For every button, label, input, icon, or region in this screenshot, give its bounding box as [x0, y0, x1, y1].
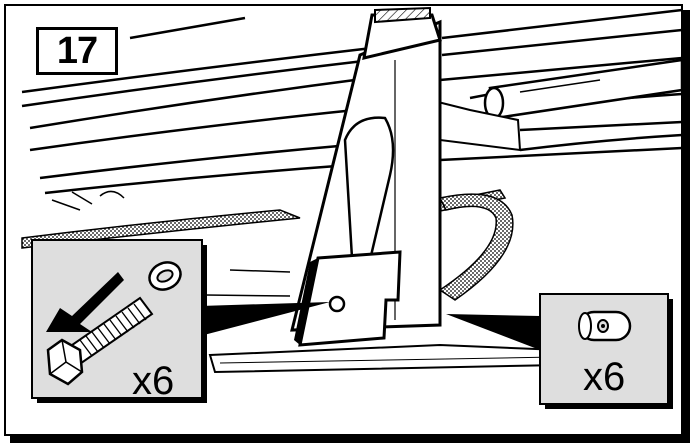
step-number: 17 — [56, 30, 98, 72]
step-number-box: 17 — [36, 27, 118, 75]
nut-quantity-label: x6 — [583, 355, 626, 399]
edge-marks — [684, 322, 688, 363]
round-tube — [483, 58, 684, 120]
barrel-nut-icon — [578, 310, 632, 342]
mounting-clip — [294, 250, 402, 347]
bolt-and-washer-icon — [46, 261, 182, 386]
bolt-hole — [328, 295, 346, 313]
hose-coil — [438, 193, 514, 301]
bolt-quantity-label: x6 — [132, 359, 175, 403]
callout-wedge-left — [200, 302, 330, 336]
callout-wedge-right — [446, 314, 540, 350]
upright-bracket — [290, 6, 442, 332]
